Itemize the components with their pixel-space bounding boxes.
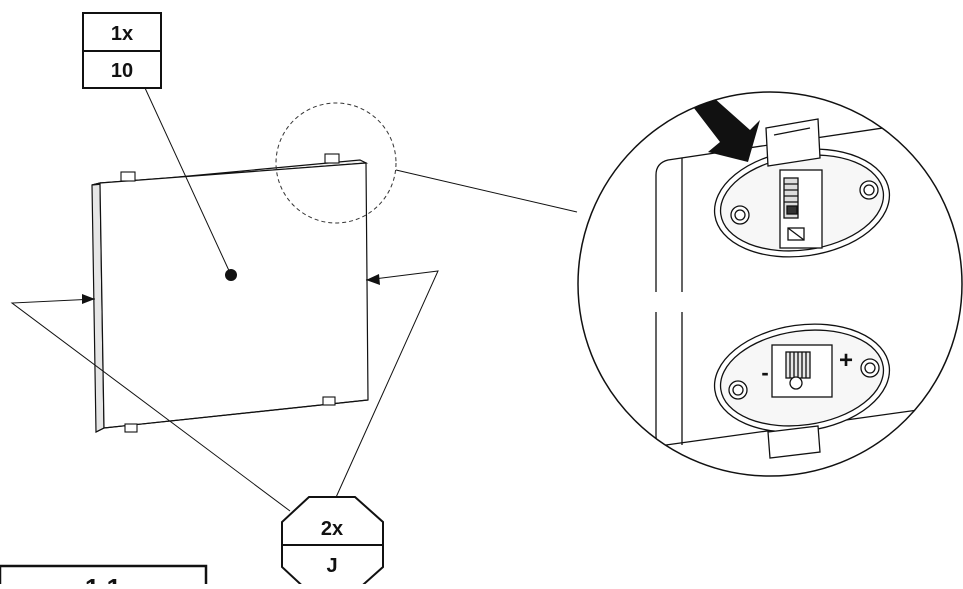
part-quantity-text: 1x xyxy=(111,23,133,45)
step-number-box: 1.1 xyxy=(0,564,208,589)
hardware-code-text: J xyxy=(326,555,337,577)
magnified-detail-outline xyxy=(577,91,963,477)
minus-sign: - xyxy=(761,360,768,385)
orientation-label: Oben xyxy=(710,49,822,98)
hardware-quantity-label: 2x J xyxy=(281,496,384,589)
part-number-text: 10 xyxy=(111,60,133,82)
detail-leader-line xyxy=(395,169,578,213)
part-leader-line xyxy=(144,87,232,276)
orientation-arrow xyxy=(687,92,760,162)
panel-top-clips xyxy=(120,153,340,182)
hardware-quantity-text: 2x xyxy=(321,518,343,540)
detail-callout-circle xyxy=(275,102,397,224)
back-panel xyxy=(91,159,369,433)
detail-bottom-clip-plate xyxy=(713,323,891,459)
detail-top-clip-plate xyxy=(713,118,891,258)
hardware-leader-lines xyxy=(10,270,439,512)
hardware-arrowheads xyxy=(82,274,380,304)
magnified-detail: - + Oben xyxy=(578,49,962,476)
panel-bottom-clips xyxy=(124,396,336,433)
part-quantity-label: 1x 10 xyxy=(82,12,162,89)
step-number-text: 1.1 xyxy=(85,573,121,584)
plus-sign: + xyxy=(839,347,853,374)
part-marker-dot xyxy=(225,269,237,281)
